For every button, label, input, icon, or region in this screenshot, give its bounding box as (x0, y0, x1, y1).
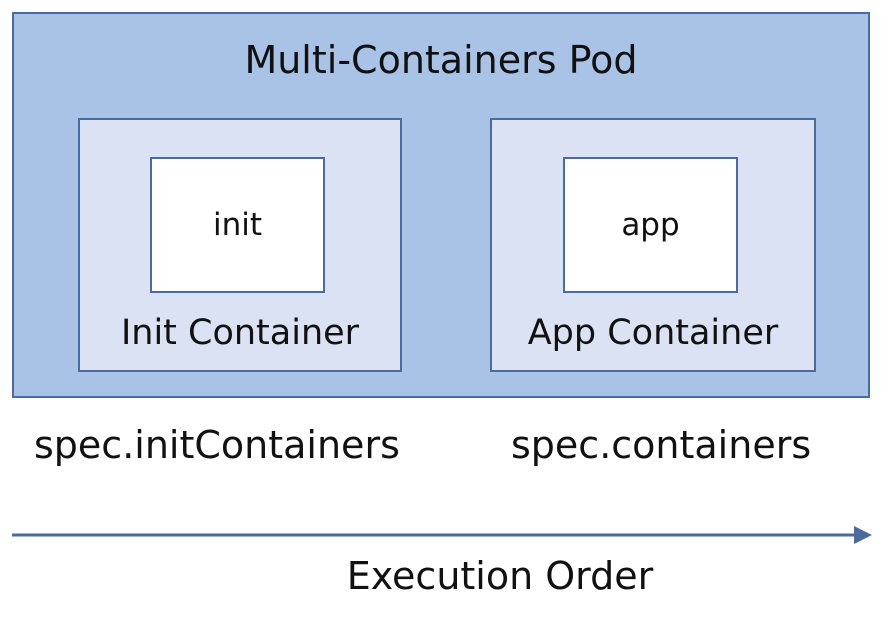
execution-order-arrow (12, 526, 872, 544)
app-inner-label: app (621, 207, 680, 243)
pod-title: Multi-Containers Pod (244, 38, 638, 82)
execution-order-label: Execution Order (346, 554, 654, 598)
app-inner-box: app (563, 157, 738, 293)
init-inner-box: init (150, 157, 325, 293)
init-inner-label: init (212, 207, 263, 243)
arrow-head (854, 526, 872, 544)
pod-box: Multi-Containers Pod init Init Container… (12, 12, 870, 398)
init-spec-label: spec.initContainers (34, 423, 400, 467)
init-container-label: Init Container (120, 313, 360, 353)
app-container-box: app App Container (490, 118, 816, 372)
app-container-label: App Container (527, 313, 779, 353)
app-spec-label: spec.containers (511, 423, 812, 467)
init-container-box: init Init Container (78, 118, 402, 372)
